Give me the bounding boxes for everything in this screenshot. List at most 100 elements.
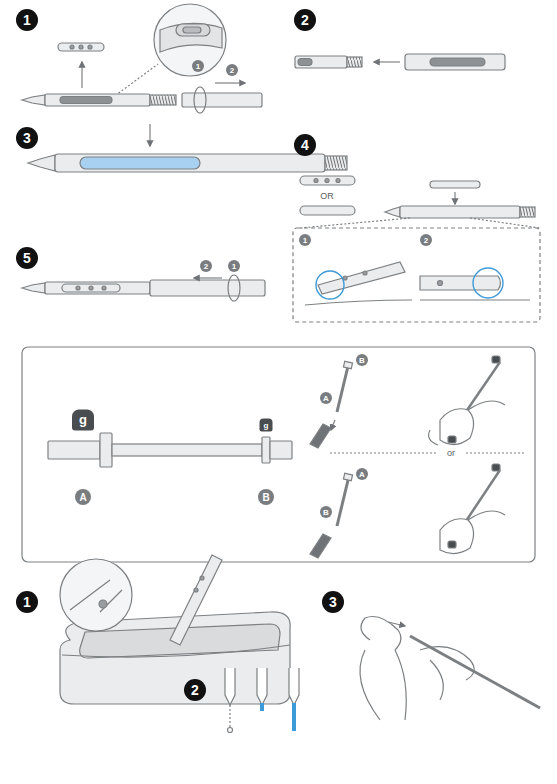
step-number: 5 <box>16 247 38 269</box>
nib-pull-art <box>410 636 540 708</box>
end-marker: A <box>75 489 91 505</box>
nib-replace-art <box>228 728 233 733</box>
step-1-art <box>79 45 83 49</box>
option-text: OR <box>317 191 337 201</box>
step-2-art <box>298 59 312 66</box>
nib-panel-art <box>330 452 525 453</box>
nib-pull-art <box>360 650 380 720</box>
nib-pull-art <box>430 660 443 700</box>
step-number: 2 <box>294 9 316 31</box>
step-number: 2 <box>184 679 206 701</box>
nib-panel-art <box>310 424 331 448</box>
step-1-art <box>215 82 245 83</box>
nib-replace-art <box>99 600 107 608</box>
step-4-art <box>400 206 520 218</box>
end-marker: B <box>258 489 274 505</box>
step-1-art <box>22 4 262 113</box>
step-5-art <box>76 286 80 290</box>
nib-replace-art <box>229 705 230 728</box>
nib-replace-art <box>70 580 122 612</box>
callout-number: B <box>356 354 368 366</box>
weight-icon: g <box>260 419 273 432</box>
option-text: or <box>444 448 458 458</box>
step-3-art <box>325 156 347 170</box>
step-4-art <box>343 276 347 280</box>
step-5-art <box>89 286 93 290</box>
nib-replace-art <box>289 668 299 705</box>
step-1-art <box>160 23 222 52</box>
step-3-art <box>28 155 55 171</box>
step-5-art <box>150 280 265 296</box>
step-4-art <box>473 268 503 298</box>
step-2-art <box>295 56 347 68</box>
step-4-art <box>438 281 443 286</box>
callout-number: 1 <box>228 260 240 272</box>
nib-panel-art <box>492 356 500 363</box>
nib-replace-art <box>170 555 222 645</box>
step-2-art <box>430 58 485 66</box>
step-4-art <box>300 206 355 215</box>
nib-replace-art <box>200 576 204 580</box>
step-3-art <box>80 157 200 169</box>
step-4-art <box>420 276 501 290</box>
step-4-art <box>454 192 455 204</box>
nib-replace-art <box>257 668 267 705</box>
step-5-art <box>102 286 106 290</box>
callout-number: 1 <box>299 234 311 246</box>
step-1-art <box>58 43 104 51</box>
callout-number: 2 <box>420 234 432 246</box>
step-5-art <box>194 277 222 278</box>
step-3-art <box>149 124 150 146</box>
nib-replace-art <box>292 703 296 731</box>
nib-pull-art <box>420 647 474 680</box>
step-4-art <box>336 179 340 183</box>
nib-panel-art <box>468 511 505 520</box>
nib-panel-art <box>100 433 112 467</box>
nib-panel-art <box>337 362 349 412</box>
nib-pull-art <box>361 617 401 651</box>
callout-number: 2 <box>226 64 238 76</box>
nib-replace-art <box>194 588 198 592</box>
step-1-art <box>70 45 74 49</box>
step-5-art <box>45 282 150 294</box>
nib-panel-art <box>331 420 335 430</box>
step-1-art <box>45 94 150 106</box>
step-4-art <box>305 300 412 305</box>
callout-number: A <box>320 392 332 404</box>
nib-panel-art <box>270 441 292 459</box>
step-2-art <box>347 57 362 67</box>
step-2-art <box>405 54 505 70</box>
nib-panel-art <box>429 430 438 445</box>
step-4-art <box>300 218 540 228</box>
step-2-art <box>374 61 400 62</box>
step-5-art <box>62 284 120 292</box>
step-number: 1 <box>16 9 38 31</box>
nib-panel-art <box>440 409 474 445</box>
step-4-art <box>318 262 405 294</box>
nib-panel-art <box>440 519 474 554</box>
callout-number: 2 <box>200 260 212 272</box>
step-4-art <box>363 271 367 275</box>
nib-pull-art <box>360 617 540 721</box>
step-5-art <box>22 283 45 293</box>
nib-replace-art <box>225 668 235 705</box>
step-4-art <box>293 228 540 322</box>
nib-pull-art <box>395 650 406 720</box>
callout-number: B <box>320 506 332 518</box>
step-3-art <box>55 154 325 172</box>
step-4-art <box>316 271 344 299</box>
nib-replace-art <box>62 645 290 657</box>
step-number: 3 <box>322 591 344 613</box>
nib-panel-art <box>262 437 270 463</box>
step-1-art <box>176 24 210 36</box>
step-1-art <box>60 97 112 104</box>
step-3-art <box>28 124 347 172</box>
nib-panel-art <box>22 347 535 562</box>
step-number: 1 <box>16 591 38 613</box>
nib-panel-art <box>22 347 535 562</box>
step-4-art <box>420 299 530 300</box>
nib-panel-art <box>448 541 456 548</box>
nib-panel-art <box>448 436 456 443</box>
callout-number: A <box>356 468 368 480</box>
